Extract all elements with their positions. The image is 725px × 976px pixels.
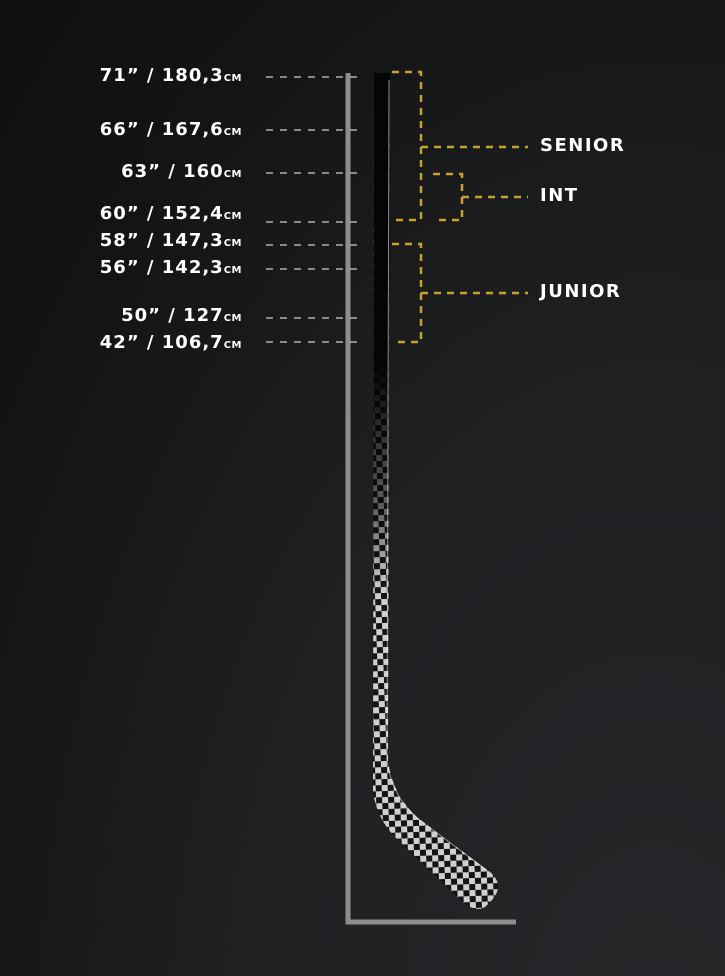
measuring-ruler (345, 73, 516, 925)
length-label-56: 56” / 142,3cm (99, 257, 242, 278)
leader-lines (266, 76, 362, 343)
category-label-int: INT (540, 185, 579, 206)
category-label-junior: JUNIOR (540, 281, 622, 302)
length-label-60: 60” / 152,4cm (99, 203, 242, 224)
length-label-63: 63” / 160cm (121, 161, 242, 182)
length-label-66: 66” / 167,6cm (99, 119, 242, 140)
category-label-senior: SENIOR (540, 135, 626, 156)
length-label-42: 42” / 106,7cm (99, 332, 242, 353)
hockey-stick (373, 73, 499, 909)
length-label-50: 50” / 127cm (121, 305, 242, 326)
junior-bracket (392, 242, 528, 344)
length-label-58: 58” / 147,3cm (99, 230, 242, 251)
int-bracket (433, 172, 528, 222)
senior-bracket (392, 70, 528, 222)
length-label-71: 71” / 180,3cm (99, 65, 242, 86)
